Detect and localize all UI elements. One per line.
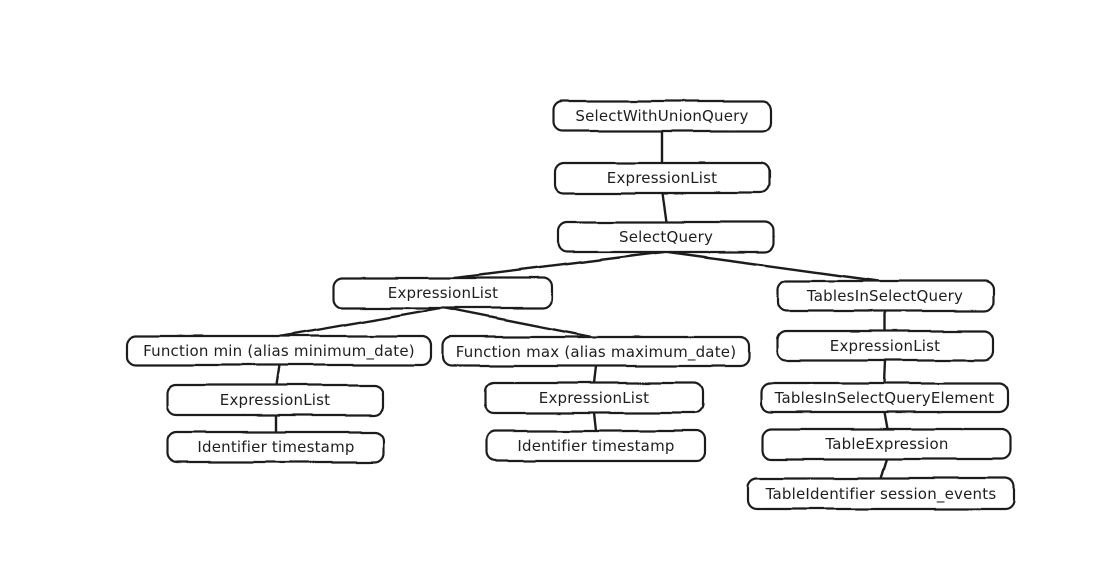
node-box-tables-in-select-query [775,279,995,313]
edge-expressionlist-functionmax [443,306,594,339]
node-label-tables-in-select-query-element: TablesInSelectQueryElement [774,389,995,407]
edge-expressionlist-functionmin [280,306,443,338]
node-box-identifier-timestamp-2 [485,429,707,463]
node-box-function-min [125,334,433,367]
node-label-expression-list-4: ExpressionList [539,389,649,407]
edge-selectquery-tablesinselectquery [666,250,880,283]
node-label-identifier-timestamp-2: Identifier timestamp [517,437,674,455]
node-box-select-query [556,220,776,254]
node-box-identifier-timestamp-1 [166,430,386,464]
node-box-table-expression [761,427,1013,461]
edge-layer [274,129,889,480]
edge-tablesinselectqueryelement-tableexpression [882,410,889,431]
edge-selectquery-expressionlist [445,250,666,281]
node-label-table-identifier: TableIdentifier session_events [765,485,997,504]
edge-expressionlist-selectquery [660,191,668,224]
node-box-expression-list-4 [483,381,705,415]
node-label-identifier-timestamp-1: Identifier timestamp [197,438,354,456]
node-label-function-max: Function max (alias maximum_date) [456,343,737,362]
node-label-expression-list-1: ExpressionList [607,169,717,187]
edge-tableexpression-tableidentifier [879,457,889,480]
node-label-select-with-union-query: SelectWithUnionQuery [575,107,748,125]
node-label-table-expression: TableExpression [824,435,948,453]
node-box-select-with-union-query [551,99,773,133]
node-label-expression-list-2: ExpressionList [388,284,498,302]
edge-functionmax-expressionlist [592,364,598,385]
node-box-expression-list-5 [775,329,995,362]
label-layer: SelectWithUnionQuery ExpressionList Sele… [143,107,996,504]
node-box-table-identifier [746,476,1016,511]
node-box-function-max [441,335,751,368]
edge-expressionlist-identifiertimestamp2 [592,411,598,433]
box-layer [125,99,1016,511]
node-label-select-query: SelectQuery [619,228,713,246]
edge-functionmin-expressionlist [274,363,281,387]
node-box-expression-list-3 [165,383,385,417]
node-label-expression-list-3: ExpressionList [220,391,330,409]
node-box-expression-list-1 [553,161,771,195]
node-label-function-min: Function min (alias minimum_date) [143,342,415,361]
node-label-expression-list-5: ExpressionList [830,337,940,355]
node-box-tables-in-select-query-element [759,381,1010,414]
node-box-expression-list-2 [332,276,554,310]
edge-expressionlist-tablesinselectqueryelement [882,358,887,385]
node-label-tables-in-select-query: TablesInSelectQuery [806,287,963,305]
